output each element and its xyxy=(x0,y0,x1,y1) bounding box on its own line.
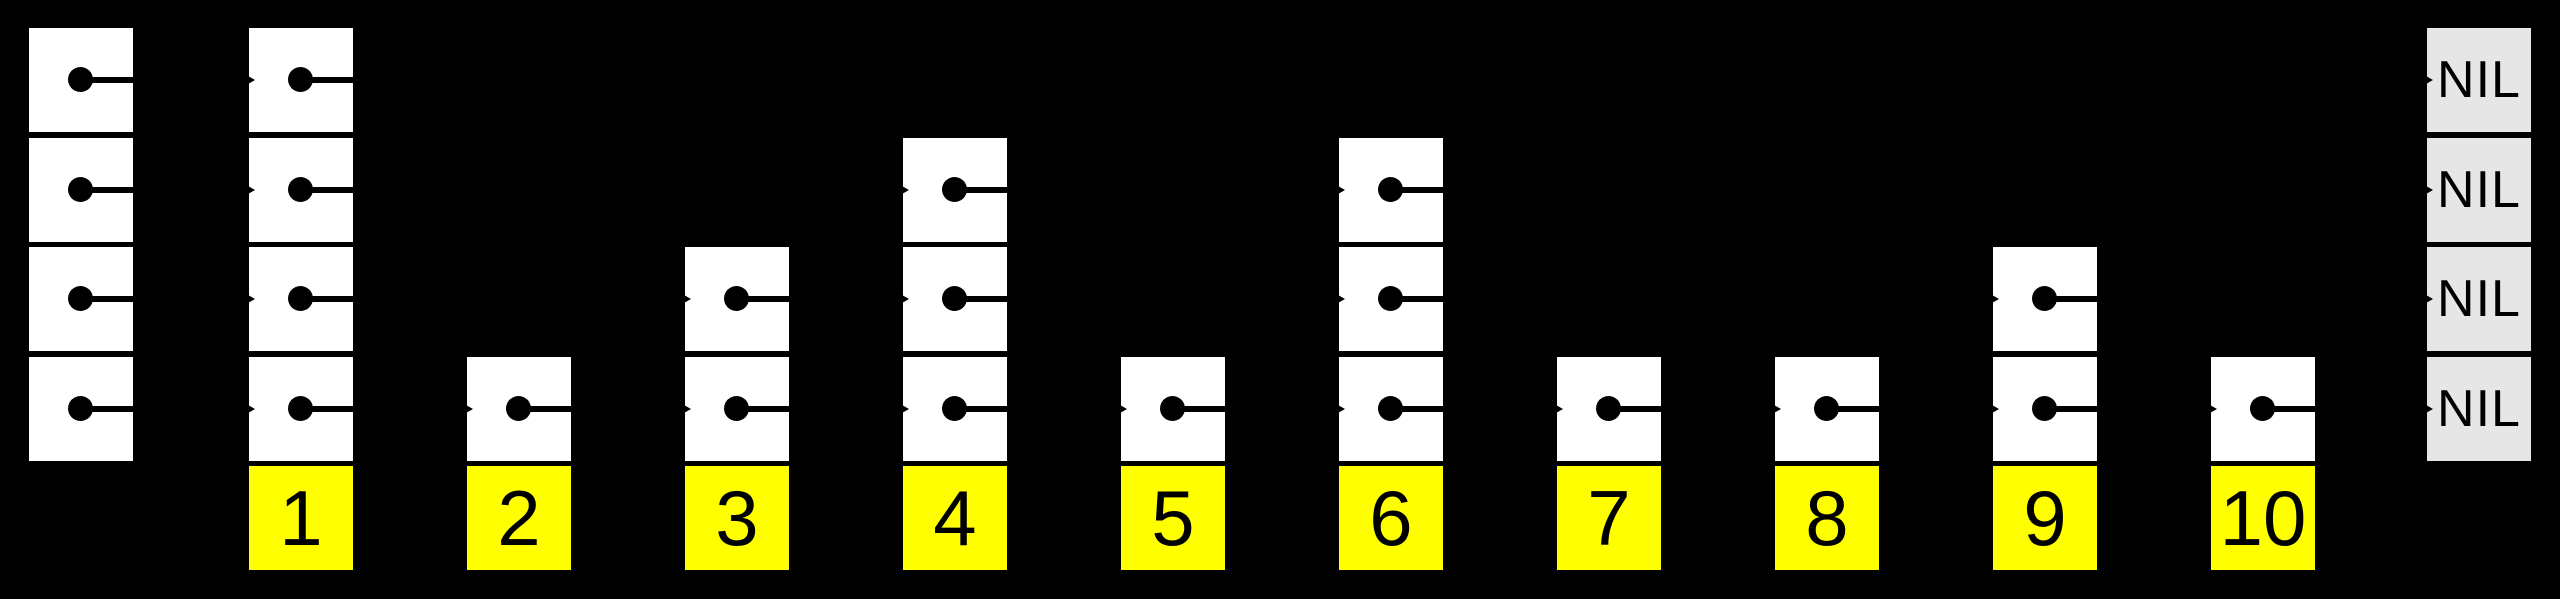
node-key-label: 6 xyxy=(1369,474,1413,562)
pointer-arrowhead-icon xyxy=(677,401,691,417)
pointer-line xyxy=(1391,187,1443,193)
head-node-box xyxy=(29,357,133,461)
node-box xyxy=(685,247,789,351)
pointer-arrowhead-icon xyxy=(2419,401,2433,417)
node-key-label: 8 xyxy=(1805,474,1849,562)
node-box xyxy=(2211,357,2315,461)
node-key-cell: 1 xyxy=(249,466,353,570)
node-key-cell: 8 xyxy=(1775,466,1879,570)
pointer-arrowhead-icon xyxy=(895,182,909,198)
node-box xyxy=(1557,357,1661,461)
node-key-cell: 2 xyxy=(467,466,571,570)
node-box xyxy=(685,357,789,461)
pointer-line xyxy=(301,187,353,193)
node-box xyxy=(1339,247,1443,351)
nil-label: NIL xyxy=(2437,270,2521,328)
pointer-line xyxy=(1609,406,1661,412)
node-key-label: 1 xyxy=(279,474,323,562)
node-box xyxy=(249,138,353,242)
pointer-line xyxy=(81,406,133,412)
node-key-label: 5 xyxy=(1151,474,1195,562)
pointer-arrowhead-icon xyxy=(1985,291,1999,307)
node-key-label: 3 xyxy=(715,474,759,562)
nil-box: NIL xyxy=(2427,138,2531,242)
pointer-line xyxy=(519,406,571,412)
pointer-line xyxy=(81,77,133,83)
pointer-arrowhead-icon xyxy=(1985,401,1999,417)
nil-box: NIL xyxy=(2427,28,2531,132)
node-key-label: 10 xyxy=(2219,474,2307,562)
pointer-line xyxy=(81,187,133,193)
node-box xyxy=(1775,357,1879,461)
pointer-line xyxy=(2045,406,2097,412)
pointer-line xyxy=(1391,406,1443,412)
head-node-box xyxy=(29,28,133,132)
node-box xyxy=(1339,138,1443,242)
node-box xyxy=(467,357,571,461)
pointer-arrowhead-icon xyxy=(241,182,255,198)
node-box xyxy=(903,357,1007,461)
node-key-label: 9 xyxy=(2023,474,2067,562)
node-box xyxy=(903,138,1007,242)
nil-box: NIL xyxy=(2427,247,2531,351)
pointer-line xyxy=(2045,296,2097,302)
node-key-cell: 7 xyxy=(1557,466,1661,570)
pointer-arrowhead-icon xyxy=(1331,291,1345,307)
pointer-arrowhead-icon xyxy=(459,401,473,417)
pointer-line xyxy=(2263,406,2315,412)
node-key-label: 7 xyxy=(1587,474,1631,562)
pointer-line xyxy=(81,296,133,302)
pointer-arrowhead-icon xyxy=(677,291,691,307)
nil-label: NIL xyxy=(2437,161,2521,219)
node-box xyxy=(249,357,353,461)
pointer-arrowhead-icon xyxy=(2419,291,2433,307)
nil-label: NIL xyxy=(2437,51,2521,109)
node-key-cell: 9 xyxy=(1993,466,2097,570)
pointer-arrowhead-icon xyxy=(2203,401,2217,417)
pointer-arrowhead-icon xyxy=(1331,182,1345,198)
node-box xyxy=(249,247,353,351)
pointer-arrowhead-icon xyxy=(1767,401,1781,417)
node-key-label: 2 xyxy=(497,474,541,562)
pointer-line xyxy=(1173,406,1225,412)
pointer-line xyxy=(955,296,1007,302)
pointer-line xyxy=(955,187,1007,193)
pointer-line xyxy=(737,296,789,302)
pointer-arrowhead-icon xyxy=(895,401,909,417)
node-box xyxy=(1993,357,2097,461)
head-node-box xyxy=(29,247,133,351)
pointer-line xyxy=(1827,406,1879,412)
node-key-cell: 3 xyxy=(685,466,789,570)
node-key-cell: 5 xyxy=(1121,466,1225,570)
pointer-line xyxy=(301,406,353,412)
head-node-box xyxy=(29,138,133,242)
node-box xyxy=(1339,357,1443,461)
node-box xyxy=(1121,357,1225,461)
pointer-arrowhead-icon xyxy=(241,291,255,307)
nil-label: NIL xyxy=(2437,380,2521,438)
pointer-arrowhead-icon xyxy=(1331,401,1345,417)
pointer-arrowhead-icon xyxy=(241,401,255,417)
node-box xyxy=(249,28,353,132)
nil-box: NIL xyxy=(2427,357,2531,461)
node-key-cell: 6 xyxy=(1339,466,1443,570)
pointer-arrowhead-icon xyxy=(241,72,255,88)
pointer-line xyxy=(301,296,353,302)
pointer-arrowhead-icon xyxy=(1549,401,1563,417)
node-key-cell: 10 xyxy=(2211,466,2315,570)
pointer-arrowhead-icon xyxy=(895,291,909,307)
node-key-label: 4 xyxy=(933,474,977,562)
node-box xyxy=(903,247,1007,351)
pointer-line xyxy=(301,77,353,83)
node-box xyxy=(1993,247,2097,351)
pointer-arrowhead-icon xyxy=(1113,401,1127,417)
pointer-arrowhead-icon xyxy=(2419,72,2433,88)
pointer-line xyxy=(737,406,789,412)
pointer-line xyxy=(955,406,1007,412)
pointer-arrowhead-icon xyxy=(2419,182,2433,198)
node-key-cell: 4 xyxy=(903,466,1007,570)
pointer-line xyxy=(1391,296,1443,302)
